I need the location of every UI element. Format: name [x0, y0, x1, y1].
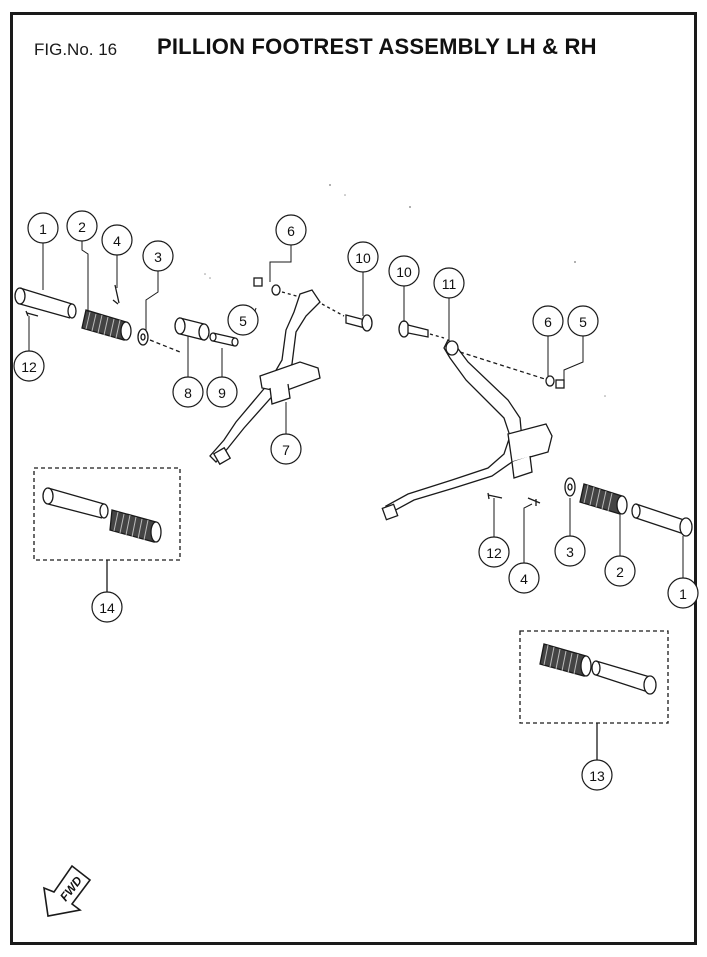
callout-number: 6: [544, 314, 552, 330]
callout-18: 3: [554, 535, 586, 567]
callout-number: 4: [113, 233, 121, 249]
callout-1: 1: [27, 212, 59, 244]
callout-5: 12: [13, 350, 45, 382]
callout-circle: [388, 255, 420, 287]
part-footrest-bracket-rh: [381, 339, 553, 521]
part-rubber-grip-lh: [81, 309, 132, 341]
callout-16: 12: [478, 536, 510, 568]
callout-circle: [66, 210, 98, 242]
figure-title: PILLION FOOTREST ASSEMBLY LH & RH: [157, 34, 597, 59]
callout-circle: [206, 376, 238, 408]
callout-number: 10: [396, 264, 412, 280]
part-split-pin-rh: [527, 497, 541, 506]
kit-box-14: [33, 467, 181, 592]
callout-21: 14: [91, 591, 123, 623]
part-footrest-bracket-lh: [209, 289, 321, 466]
callout-circle: [604, 555, 636, 587]
part-clevis-pin-rh: [487, 492, 503, 500]
callout-circle: [433, 267, 465, 299]
callout-number: 6: [287, 223, 295, 239]
part-clevis-pin-lh: [25, 310, 39, 317]
callout-17: 4: [508, 562, 540, 594]
callout-number: 13: [589, 768, 605, 784]
callout-number: 12: [486, 545, 502, 561]
callout-circle: [27, 212, 59, 244]
callout-number: 3: [566, 544, 574, 560]
part-bolt-rh: [398, 320, 445, 339]
part-pin: [209, 332, 239, 347]
part-bolt-lh: [321, 303, 373, 332]
callout-3: 4: [101, 224, 133, 256]
part-footrest-pin-rh: [631, 503, 693, 537]
callout-7: 5: [227, 304, 259, 336]
part-rubber-grip-rh: [579, 483, 628, 515]
callout-number: 2: [78, 219, 86, 235]
kit-box-13: [519, 630, 669, 760]
callout-circle: [347, 241, 379, 273]
callout-circle: [508, 562, 540, 594]
part-split-pin-lh: [112, 284, 120, 305]
callout-number: 12: [21, 359, 37, 375]
callout-11: 7: [270, 433, 302, 465]
callout-number: 4: [520, 571, 528, 587]
callout-circle: [101, 224, 133, 256]
callout-number: 1: [39, 221, 47, 237]
callout-circle: [172, 376, 204, 408]
callout-10: 9: [206, 376, 238, 408]
part-washer-lh: [137, 328, 149, 346]
callout-4: 3: [142, 240, 174, 272]
part-nut-washer-lh: [253, 277, 301, 298]
callout-number: 14: [99, 600, 115, 616]
callout-circle: [532, 305, 564, 337]
callout-number: 5: [239, 313, 247, 329]
callout-circle: [270, 433, 302, 465]
callout-circle: [478, 536, 510, 568]
callout-20: 1: [667, 577, 699, 609]
callout-13: 11: [433, 267, 465, 299]
callout-number: 3: [154, 249, 162, 265]
callout-circle: [227, 304, 259, 336]
callout-number: 10: [355, 250, 371, 266]
part-footrest-pin-lh: [14, 287, 77, 319]
part-nut-washer-rh: [545, 375, 565, 389]
callout-number: 11: [442, 276, 457, 292]
callout-number: 8: [184, 385, 192, 401]
callout-8: 10: [347, 241, 379, 273]
callout-circle: [581, 759, 613, 791]
callout-circle: [13, 350, 45, 382]
callout-2: 2: [66, 210, 98, 242]
callout-6: 6: [275, 214, 307, 246]
scan-specks: [204, 184, 606, 397]
callout-14: 6: [532, 305, 564, 337]
callout-number: 1: [679, 586, 687, 602]
fwd-direction-arrow: FWD: [43, 864, 92, 917]
callout-22: 13: [581, 759, 613, 791]
part-bush: [174, 317, 210, 341]
drawing-frame: [10, 12, 697, 945]
callout-number: 5: [579, 314, 587, 330]
callout-number: 2: [616, 564, 624, 580]
callout-circle: [667, 577, 699, 609]
callout-circle: [554, 535, 586, 567]
leader-lines: [28, 241, 684, 578]
callout-number: 7: [282, 442, 290, 458]
callout-12: 10: [388, 255, 420, 287]
callout-circle: [567, 305, 599, 337]
callout-number: 9: [218, 385, 226, 401]
callout-9: 8: [172, 376, 204, 408]
callout-15: 5: [567, 305, 599, 337]
callout-circle: [142, 240, 174, 272]
part-washer-rh: [564, 477, 576, 497]
callout-19: 2: [604, 555, 636, 587]
figure-number: FIG.No. 16: [34, 40, 118, 59]
callout-circle: [275, 214, 307, 246]
callout-circle: [91, 591, 123, 623]
